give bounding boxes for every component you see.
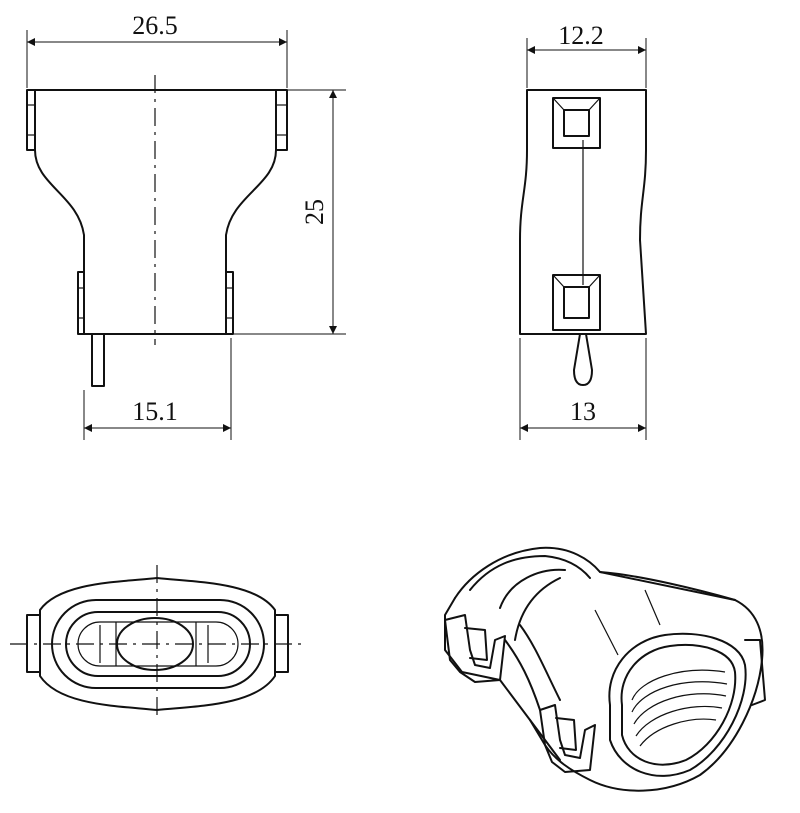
end-center-pin: [116, 617, 194, 671]
front-top-left-clip: [26, 89, 36, 151]
front-top-right-clip: [275, 89, 288, 151]
front-bottom-left-clip: [77, 271, 85, 335]
side-view: 12.2 13: [519, 21, 647, 440]
side-body-outline: [519, 89, 647, 335]
end-opening: [65, 611, 251, 677]
isometric-view: [444, 546, 766, 792]
side-lower-clip: [552, 274, 601, 331]
dim-label-side-top-width: 12.2: [558, 21, 604, 50]
front-pin: [91, 333, 105, 387]
iso-upper-clip: [444, 614, 506, 683]
end-view: [10, 565, 305, 720]
iso-lower-clip: [539, 704, 596, 773]
end-left-tab: [26, 614, 41, 673]
iso-front-rim: [608, 632, 747, 777]
side-upper-clip: [552, 97, 601, 149]
dim-label-front-height: 25: [300, 199, 329, 225]
front-bottom-right-clip: [225, 271, 234, 335]
end-outer-flange: [39, 577, 276, 711]
end-inner-rim: [51, 599, 265, 689]
front-view: 26.5 25 15.1: [26, 11, 346, 440]
side-pin-loop: [573, 333, 593, 386]
iso-back-body: [454, 546, 736, 601]
dim-label-front-bottom-width: 15.1: [132, 397, 178, 426]
iso-front-flange: [529, 571, 764, 792]
dim-label-side-bottom-width: 13: [570, 397, 596, 426]
iso-right-tab: [744, 639, 766, 706]
dim-label-front-top-width: 26.5: [132, 11, 178, 40]
end-right-tab: [274, 614, 289, 673]
